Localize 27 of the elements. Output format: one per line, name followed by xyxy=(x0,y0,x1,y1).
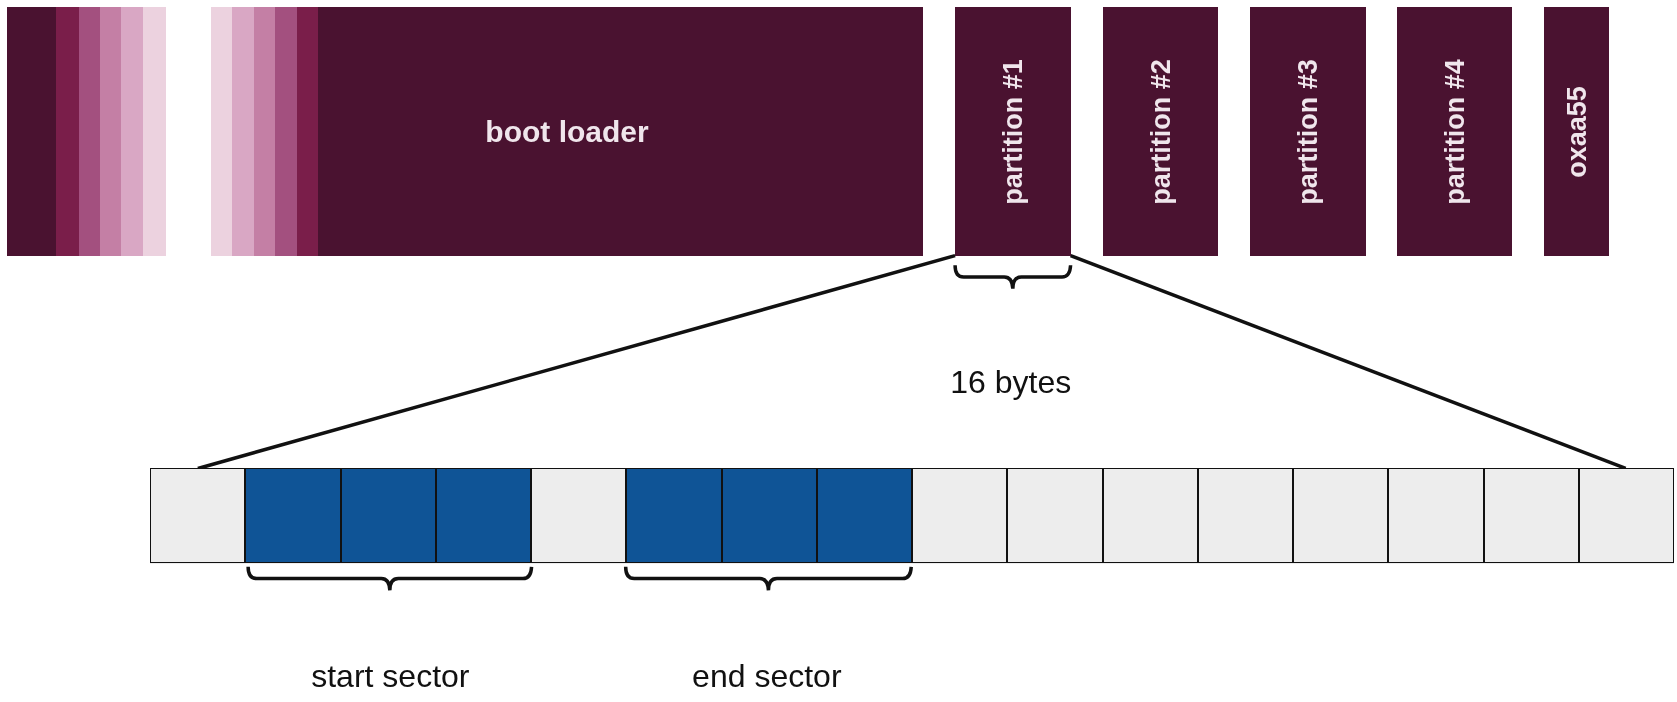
byte-cell xyxy=(1484,468,1579,563)
size-label: 16 bytes xyxy=(950,363,1072,401)
byte-cell xyxy=(1579,468,1674,563)
boot-loader-block: boot loader xyxy=(211,7,923,256)
field-label: start sector xyxy=(311,657,470,695)
striped-bar xyxy=(7,7,166,256)
byte-cell xyxy=(1198,468,1293,563)
byte-cell xyxy=(531,468,626,563)
byte-cell xyxy=(1388,468,1484,563)
partition-block: oxaa55 xyxy=(1544,7,1609,256)
byte-cell xyxy=(1007,468,1103,563)
highlighted-byte-cell xyxy=(626,468,722,563)
byte-cell xyxy=(150,468,245,563)
highlighted-byte-cell xyxy=(436,468,531,563)
highlighted-byte-cell xyxy=(245,468,341,563)
highlighted-byte-cell xyxy=(341,468,436,563)
partition-block: partition #3 xyxy=(1250,7,1366,256)
partition-block: partition #4 xyxy=(1397,7,1512,256)
field-label: end sector xyxy=(692,657,842,695)
partition-block: partition #2 xyxy=(1103,7,1218,256)
partition-block: partition #1 xyxy=(955,7,1071,256)
highlighted-byte-cell xyxy=(722,468,817,563)
highlighted-byte-cell xyxy=(817,468,912,563)
byte-row xyxy=(150,468,1674,564)
byte-cell xyxy=(912,468,1007,563)
byte-cell xyxy=(1103,468,1198,563)
byte-cell xyxy=(1293,468,1388,563)
